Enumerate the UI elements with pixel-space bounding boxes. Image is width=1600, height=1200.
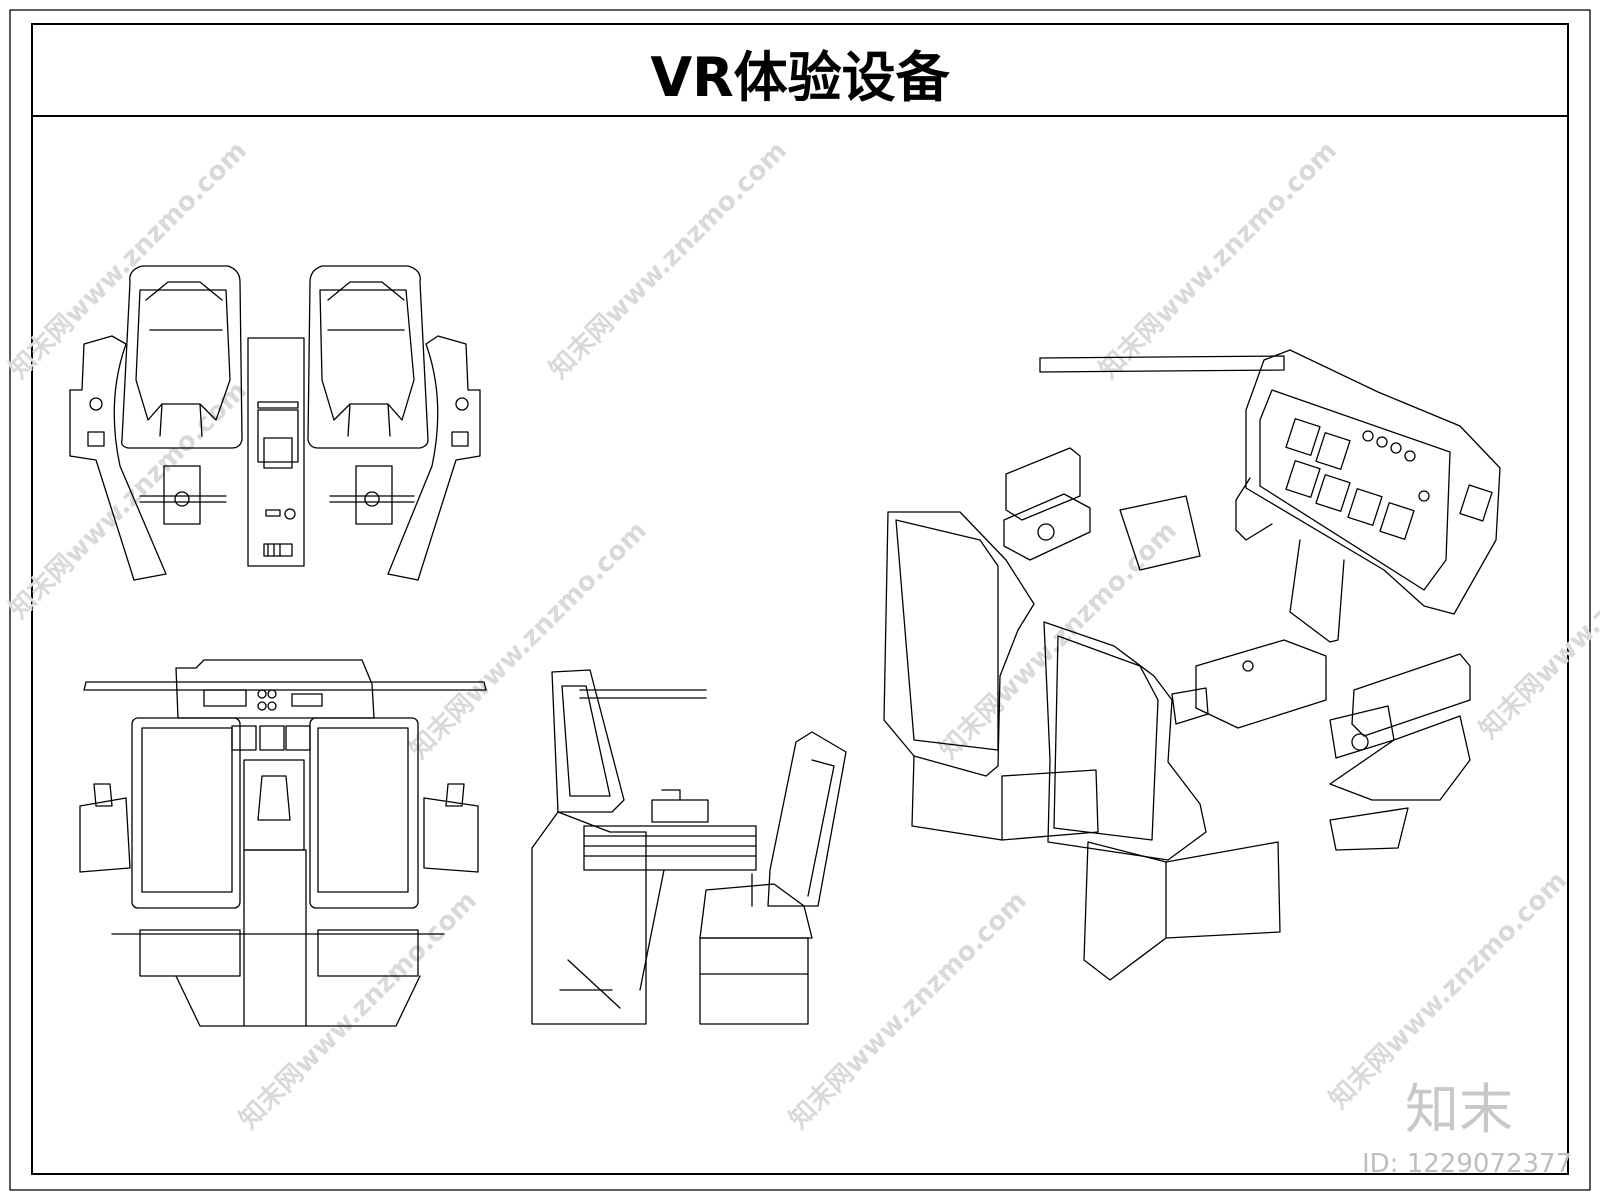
top-view	[69, 265, 481, 581]
watermark-text: 知末网www.znzmo.com	[1094, 136, 1343, 385]
side-view	[531, 669, 847, 1025]
brand-watermark: 知末	[1405, 1078, 1513, 1141]
sheet-title: VR体验设备	[650, 46, 950, 109]
watermark-text: 知末网www.znzmo.com	[404, 516, 653, 765]
watermark-text: 知末网www.znzmo.com	[1474, 496, 1600, 745]
watermark-layer: 知末网www.znzmo.com 知末网www.znzmo.com 知末网www…	[4, 136, 1600, 1135]
image-id-label: ID: 1229072377	[1362, 1149, 1572, 1179]
front-view	[79, 659, 487, 1027]
watermark-text: 知末网www.znzmo.com	[234, 886, 483, 1135]
watermark-text: 知末网www.znzmo.com	[544, 136, 793, 385]
watermark-text: 知末网www.znzmo.com	[4, 376, 253, 625]
watermark-text: 知末网www.znzmo.com	[4, 136, 253, 385]
watermark-text: 知末网www.znzmo.com	[784, 886, 1033, 1135]
isometric-view	[883, 349, 1501, 981]
sheet-frame	[9, 9, 1591, 1191]
